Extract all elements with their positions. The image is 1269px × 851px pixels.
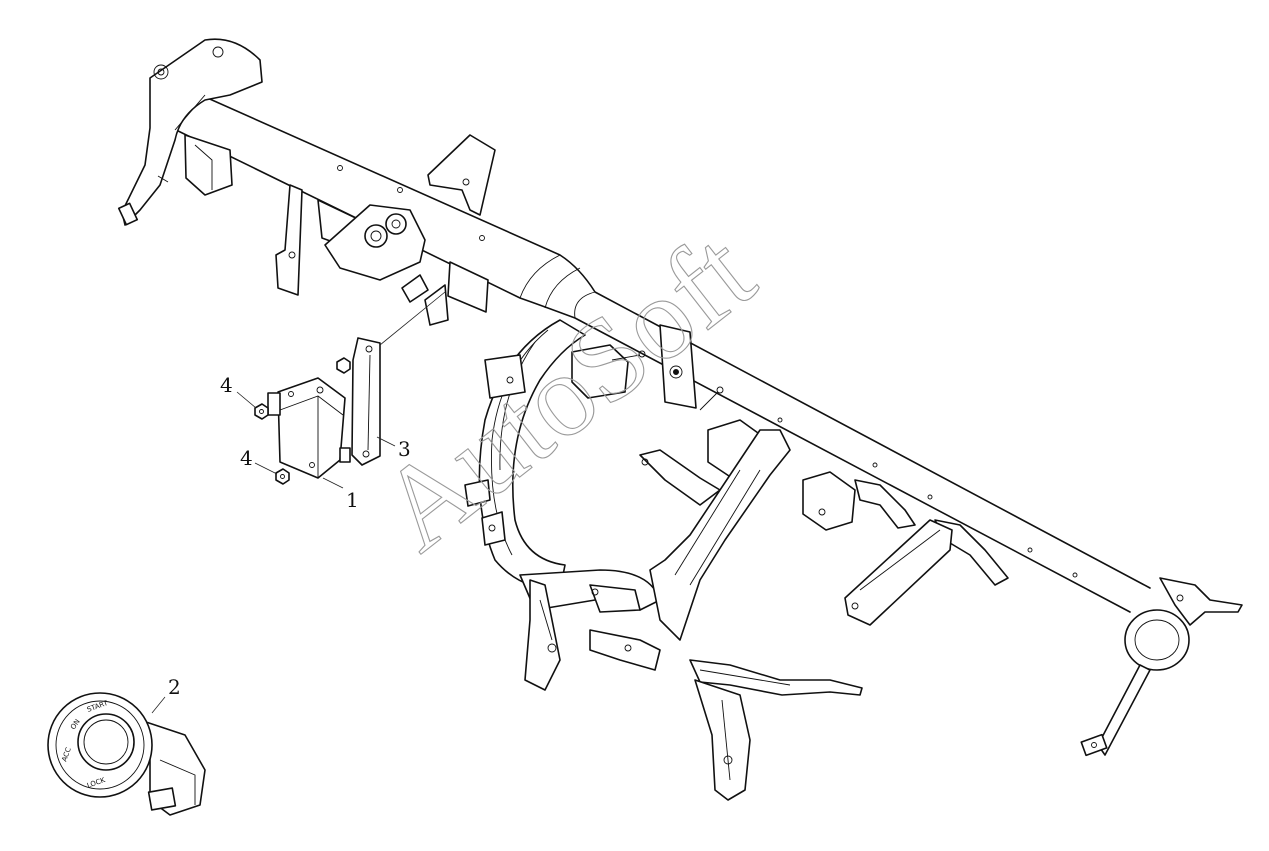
- callout-1: 1: [346, 488, 359, 512]
- mounting-bracket-part-3: [351, 337, 381, 466]
- callout-4-lower: 4: [240, 446, 253, 470]
- nut-near-bracket: [336, 357, 351, 374]
- cross-car-beam: [117, 38, 1243, 757]
- callout-2: 2: [168, 675, 181, 699]
- nut-part-4-upper: [254, 403, 269, 420]
- module-box-part-1: [267, 377, 351, 479]
- callout-4-upper: 4: [220, 373, 233, 397]
- nut-part-4-lower: [275, 468, 290, 485]
- ignition-switch-part-2: LOCK ACC ON START: [47, 692, 206, 816]
- centre-support-bracket: [464, 319, 863, 801]
- callout-3: 3: [398, 437, 411, 461]
- leader-lines: [151, 291, 446, 714]
